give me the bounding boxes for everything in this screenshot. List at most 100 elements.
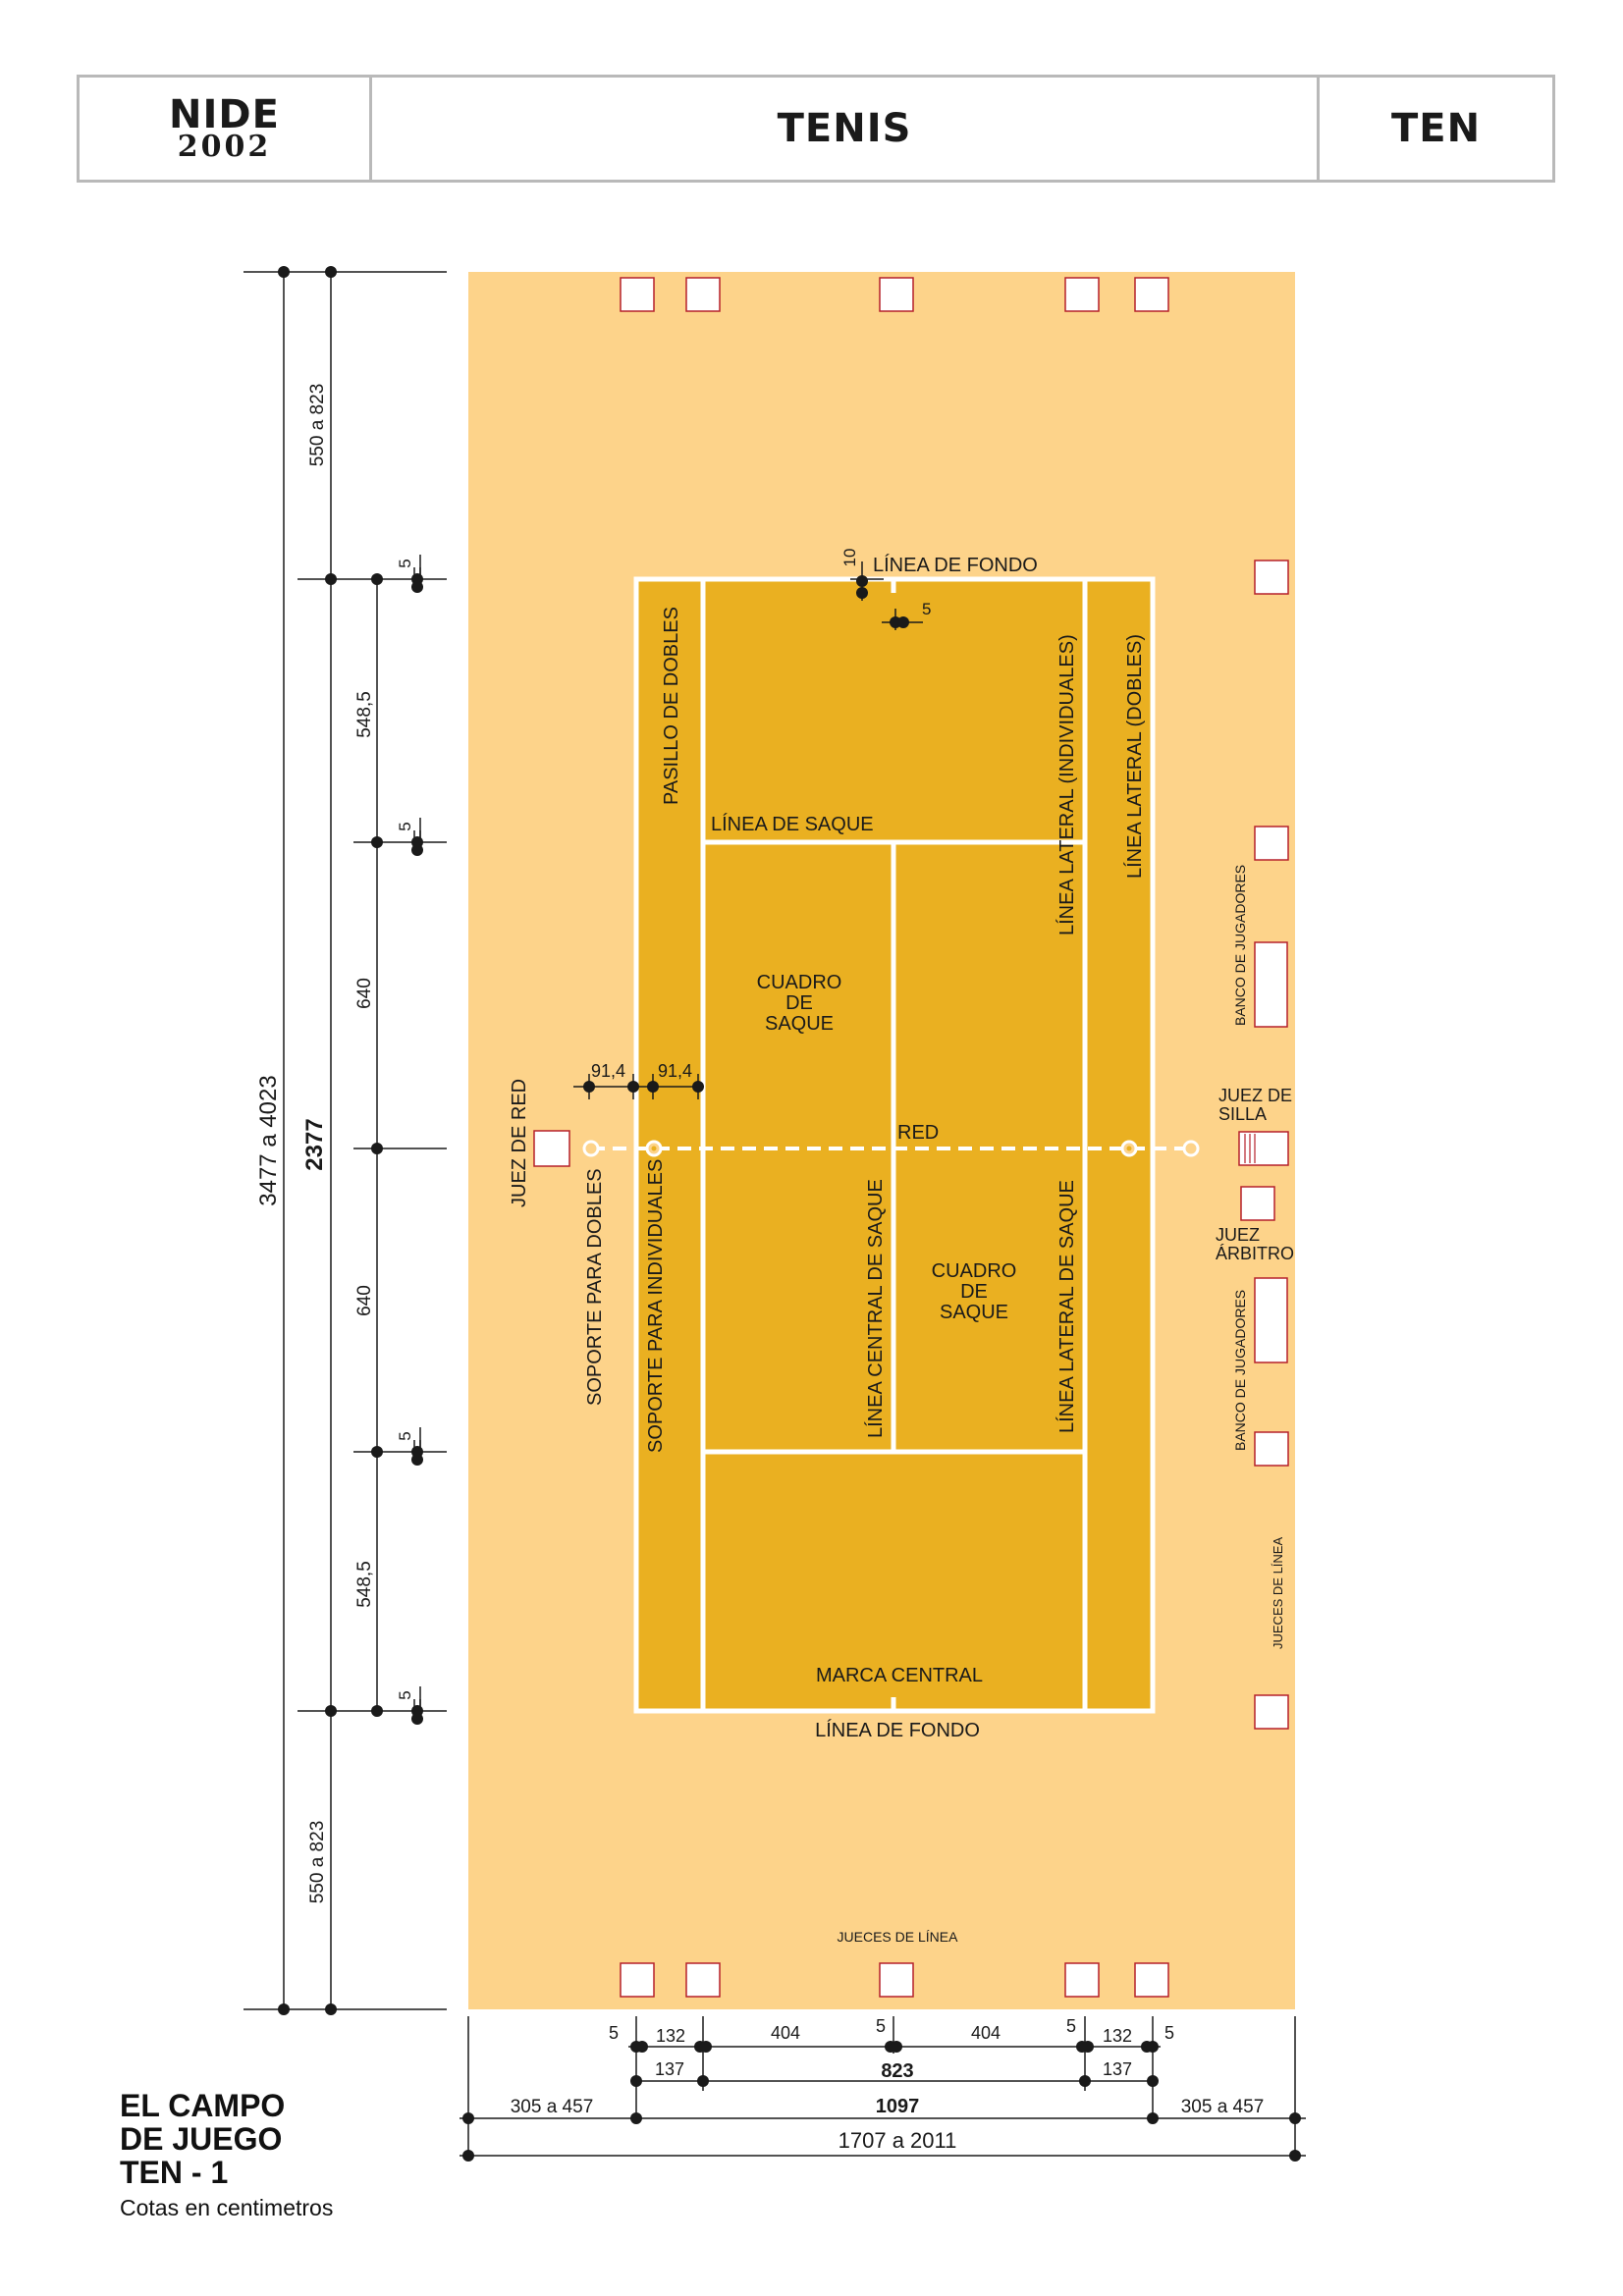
- label-lateral-individuales: LÍNEA LATERAL (INDIVIDUALES): [1055, 634, 1078, 935]
- header-code: TEN: [1390, 106, 1482, 151]
- header-nide: NIDE: [169, 92, 280, 137]
- label-juez-silla-l1: JUEZ DE: [1218, 1086, 1292, 1105]
- label-linea-fondo-bottom: LÍNEA DE FONDO: [815, 1719, 980, 1741]
- dim-dot: [1289, 2112, 1301, 2124]
- dim-dot: [371, 1446, 383, 1458]
- header-title-cell: TENIS: [372, 78, 1320, 180]
- side-line-judge-box: [1254, 560, 1289, 595]
- label-lateral-dobles: LÍNEA LATERAL (DOBLES): [1123, 634, 1146, 879]
- label-linea-fondo-top: LÍNEA DE FONDO: [873, 554, 1038, 576]
- header: NIDE 2002 TENIS TEN: [77, 75, 1555, 183]
- dim-dot: [897, 616, 909, 628]
- dim-dot: [636, 2041, 648, 2053]
- chair-umpire-box: [1238, 1131, 1289, 1166]
- line-judge-box: [879, 1962, 914, 1998]
- dim-dot: [411, 844, 423, 856]
- dim-dot: [856, 575, 868, 587]
- dim-total-width: 1707 a 2011: [839, 2128, 957, 2153]
- header-title: TENIS: [777, 106, 912, 151]
- dim-post-offset-1: 91,4: [591, 1061, 625, 1081]
- side-line-judge-box: [1254, 1694, 1289, 1730]
- label-pasillo-dobles: PASILLO DE DOBLES: [661, 607, 682, 805]
- side-line-judge-box: [1254, 1431, 1289, 1467]
- net-judge-box: [533, 1130, 570, 1167]
- header-logo-cell: NIDE 2002: [80, 78, 372, 180]
- dim-w5-b: 5: [876, 2016, 886, 2036]
- dimension-labels: 3477 a 4023 2377 550 a 823 550 a 823 548…: [255, 384, 1264, 2153]
- dim-dot: [371, 1705, 383, 1717]
- doubles-post-left: [582, 1140, 600, 1157]
- dim-dot: [700, 2041, 712, 2053]
- header-code-cell: TEN: [1320, 78, 1552, 180]
- line-judge-box: [879, 277, 914, 312]
- label-cuadro-saque-2-l3: SAQUE: [940, 1302, 1008, 1323]
- header-year: 2002: [177, 130, 272, 164]
- label-cuadro-saque-1-l2: DE: [785, 992, 813, 1014]
- caption-line-2: DE JUEGO: [120, 2121, 283, 2157]
- dim-side-space-left: 305 a 457: [511, 2097, 594, 2117]
- dim-dot: [630, 2075, 642, 2087]
- line-judge-box: [1134, 1962, 1169, 1998]
- caption-note: Cotas en centimetros: [120, 2195, 334, 2220]
- side-line-judge-box: [1254, 826, 1289, 861]
- dim-line-width-d: 5: [396, 1690, 414, 1699]
- label-central-saque: LÍNEA CENTRAL DE SAQUE: [864, 1179, 887, 1438]
- label-cuadro-saque-1-l3: SAQUE: [765, 1013, 834, 1035]
- dim-dot: [325, 2003, 337, 2015]
- label-cuadro-saque-1-l1: CUADRO: [757, 972, 842, 993]
- line-judge-box: [685, 277, 721, 312]
- dim-dot: [411, 581, 423, 593]
- dim-runback-bottom: 550 a 823: [307, 1821, 328, 1904]
- dim-w137-b: 137: [1103, 2059, 1132, 2079]
- dim-line-width-c: 5: [396, 1431, 414, 1440]
- label-lateral-saque: LÍNEA LATERAL DE SAQUE: [1055, 1180, 1078, 1433]
- dim-singles-width: 823: [881, 2060, 913, 2082]
- line-judge-box: [620, 1962, 655, 1998]
- dim-doubles-width: 1097: [876, 2096, 920, 2117]
- dim-service-half-top: 640: [354, 978, 375, 1009]
- dim-w5-a: 5: [609, 2023, 619, 2043]
- net-posts: [582, 1140, 1200, 1157]
- dim-dot: [278, 2003, 290, 2015]
- caption-line-3: TEN - 1: [120, 2155, 229, 2190]
- dim-court-length: 2377: [301, 1118, 328, 1170]
- dim-dot: [411, 1454, 423, 1466]
- court-labels: LÍNEA DE FONDO LÍNEA DE FONDO LÍNEA DE S…: [509, 554, 1146, 1741]
- label-juez-arbitro-l2: ÁRBITRO: [1216, 1244, 1294, 1263]
- dim-dot: [1082, 2041, 1094, 2053]
- label-cuadro-saque-2-l2: DE: [960, 1281, 988, 1303]
- line-judge-box: [1064, 1962, 1100, 1998]
- dim-dot: [1289, 2150, 1301, 2162]
- dim-dot: [1079, 2075, 1091, 2087]
- label-juez-arbitro-l1: JUEZ: [1216, 1225, 1260, 1245]
- dim-dot: [627, 1081, 639, 1093]
- dim-w5-d: 5: [1164, 2023, 1174, 2043]
- dim-dot: [325, 266, 337, 278]
- label-soporte-individuales: SOPORTE PARA INDIVIDUALES: [645, 1159, 667, 1453]
- label-soporte-dobles: SOPORTE PARA DOBLES: [584, 1168, 606, 1406]
- court-lines: [633, 576, 1156, 1714]
- dim-service-half-bottom: 640: [354, 1285, 375, 1316]
- line-judge-box: [1064, 277, 1100, 312]
- dim-side-space-right: 305 a 457: [1181, 2097, 1265, 2117]
- dim-dot: [583, 1081, 595, 1093]
- label-jueces-linea-side: JUECES DE LÍNEA: [1271, 1537, 1285, 1649]
- dim-dot: [325, 573, 337, 585]
- players-bench-1: [1254, 941, 1288, 1028]
- dim-dot: [371, 573, 383, 585]
- label-marca-central: MARCA CENTRAL: [816, 1665, 983, 1686]
- dim-dot: [630, 2112, 642, 2124]
- dim-service-to-base-bottom: 548,5: [354, 1561, 375, 1608]
- net-post-dot: [1126, 1146, 1132, 1151]
- dim-dot: [371, 1143, 383, 1154]
- dim-dot: [325, 1705, 337, 1717]
- label-banco-2: BANCO DE JUGADORES: [1232, 1290, 1248, 1451]
- dim-w132-a: 132: [656, 2026, 685, 2046]
- dim-dot: [692, 1081, 704, 1093]
- net-post-dot: [651, 1146, 657, 1151]
- dim-dot: [1147, 2041, 1159, 2053]
- dim-post-offset-2: 91,4: [658, 1061, 692, 1081]
- label-cuadro-saque-2-l1: CUADRO: [932, 1260, 1017, 1282]
- line-judge-box: [1134, 277, 1169, 312]
